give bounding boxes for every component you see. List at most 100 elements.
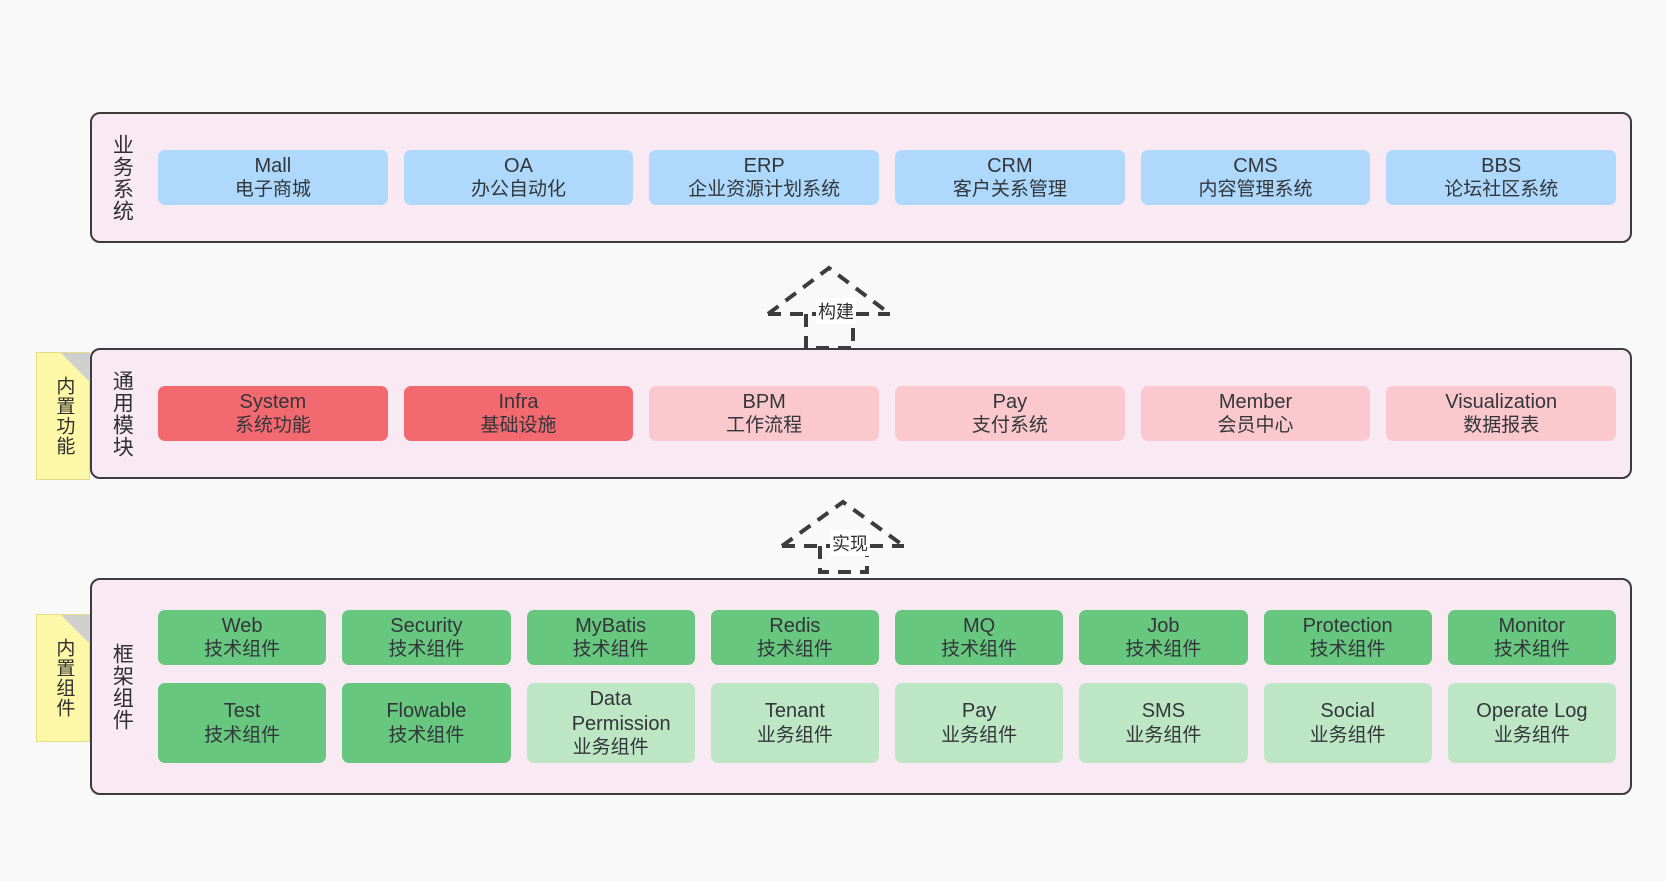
node-subtitle: 会员中心 <box>1217 415 1294 437</box>
node-subtitle: 技术组件 <box>388 639 465 661</box>
node-redis[interactable]: Redis 技术组件 <box>710 609 879 666</box>
node-subtitle: 工作流程 <box>726 415 803 437</box>
node-title: Infra <box>498 390 539 413</box>
node-subtitle: 系统功能 <box>234 415 311 437</box>
node-crm[interactable]: CRM 客户关系管理 <box>895 149 1125 206</box>
row: Mall 电子商城 OA 办公自动化 ERP 企业资源计划系统 CRM 客户关系… <box>158 149 1617 206</box>
node-title: CRM <box>987 154 1033 177</box>
node-subtitle: 业务组件 <box>1125 724 1202 746</box>
layer-body-framework-component: Web 技术组件 Security 技术组件 MyBatis 技术组件 Redi… <box>144 580 1630 793</box>
node-data-permission[interactable]: Data Permission 业务组件 <box>526 683 695 764</box>
node-oa[interactable]: OA 办公自动化 <box>403 149 634 206</box>
node-title: Redis <box>769 614 821 637</box>
node-social[interactable]: Social 业务组件 <box>1263 683 1432 764</box>
node-title: OA <box>504 154 533 177</box>
node-pay-component[interactable]: Pay 业务组件 <box>895 683 1064 764</box>
node-title: Monitor <box>1498 614 1566 637</box>
node-title: BPM <box>742 390 786 413</box>
node-subtitle: 技术组件 <box>1309 639 1386 661</box>
layer-title-framework-component: 框架组件 <box>110 642 134 731</box>
note-built-in-function: 内置功能 <box>36 352 90 480</box>
node-subtitle: 业务组件 <box>572 737 649 759</box>
node-subtitle: 技术组件 <box>204 639 281 661</box>
node-title: Flowable <box>386 700 467 723</box>
row: Web 技术组件 Security 技术组件 MyBatis 技术组件 Redi… <box>158 609 1616 666</box>
connector-build-label: 构建 <box>816 298 856 324</box>
layer-business-system[interactable]: 业务系统 Mall 电子商城 OA 办公自动化 ERP 企业资源计划系统 CRM… <box>90 112 1632 243</box>
node-member[interactable]: Member 会员中心 <box>1140 385 1371 442</box>
node-monitor[interactable]: Monitor 技术组件 <box>1447 609 1616 666</box>
node-flowable[interactable]: Flowable 技术组件 <box>342 683 511 764</box>
node-sms[interactable]: SMS 业务组件 <box>1079 683 1248 764</box>
node-subtitle: 业务组件 <box>941 724 1018 746</box>
layer-common-module[interactable]: 通用模块 System 系统功能 Infra 基础设施 BPM 工作流程 Pay… <box>90 348 1632 479</box>
layer-body-business-system: Mall 电子商城 OA 办公自动化 ERP 企业资源计划系统 CRM 客户关系… <box>144 114 1630 241</box>
connector-implement: 实现 <box>776 496 911 574</box>
node-title: Pay <box>992 390 1028 413</box>
note-built-in-function-label: 内置功能 <box>53 376 75 456</box>
node-subtitle: 业务组件 <box>756 724 833 746</box>
node-subtitle: 技术组件 <box>572 639 649 661</box>
node-subtitle: 电子商城 <box>234 179 311 201</box>
node-subtitle: 技术组件 <box>204 724 281 746</box>
node-infra[interactable]: Infra 基础设施 <box>403 385 634 442</box>
node-subtitle: 办公自动化 <box>471 179 567 201</box>
node-title: MQ <box>963 614 996 637</box>
node-title: Member <box>1218 390 1293 413</box>
node-erp[interactable]: ERP 企业资源计划系统 <box>649 149 880 206</box>
node-test[interactable]: Test 技术组件 <box>158 683 327 764</box>
node-title: Data Permission <box>571 688 671 735</box>
node-subtitle: 论坛社区系统 <box>1444 179 1559 201</box>
node-visualization[interactable]: Visualization 数据报表 <box>1386 385 1617 442</box>
node-mq[interactable]: MQ 技术组件 <box>895 609 1064 666</box>
layer-body-common-module: System 系统功能 Infra 基础设施 BPM 工作流程 Pay 支付系统… <box>144 350 1630 477</box>
node-protection[interactable]: Protection 技术组件 <box>1263 609 1432 666</box>
note-built-in-component: 内置组件 <box>36 614 90 742</box>
node-title: MyBatis <box>575 614 647 637</box>
layer-title-common-module: 通用模块 <box>110 369 134 458</box>
node-security[interactable]: Security 技术组件 <box>342 609 511 666</box>
node-mall[interactable]: Mall 电子商城 <box>158 149 388 206</box>
node-title: Security <box>390 614 463 637</box>
node-bpm[interactable]: BPM 工作流程 <box>649 385 880 442</box>
node-subtitle: 业务组件 <box>1309 724 1386 746</box>
node-title: Tenant <box>764 700 825 723</box>
layer-title-business-system: 业务系统 <box>110 133 134 222</box>
node-system[interactable]: System 系统功能 <box>158 385 388 442</box>
node-subtitle: 基础设施 <box>480 415 557 437</box>
row: Test 技术组件 Flowable 技术组件 Data Permission … <box>158 683 1616 764</box>
node-operate-log[interactable]: Operate Log 业务组件 <box>1447 683 1616 764</box>
node-mybatis[interactable]: MyBatis 技术组件 <box>526 609 695 666</box>
node-subtitle: 数据报表 <box>1463 415 1540 437</box>
connector-implement-label: 实现 <box>830 530 870 556</box>
layer-framework-component[interactable]: 框架组件 Web 技术组件 Security 技术组件 MyBatis 技术组件… <box>90 578 1632 795</box>
generalization-arrow-icon <box>766 265 892 350</box>
node-subtitle: 支付系统 <box>971 415 1048 437</box>
node-title: Protection <box>1302 614 1393 637</box>
node-title: Web <box>221 614 263 637</box>
node-web[interactable]: Web 技术组件 <box>158 609 327 666</box>
node-subtitle: 业务组件 <box>1493 724 1570 746</box>
node-tenant[interactable]: Tenant 业务组件 <box>710 683 879 764</box>
node-subtitle: 技术组件 <box>1493 639 1570 661</box>
node-title: Job <box>1147 614 1180 637</box>
connector-build: 构建 <box>762 262 897 350</box>
node-subtitle: 技术组件 <box>388 724 465 746</box>
node-bbs[interactable]: BBS 论坛社区系统 <box>1386 149 1617 206</box>
node-job[interactable]: Job 技术组件 <box>1079 609 1248 666</box>
node-subtitle: 技术组件 <box>756 639 833 661</box>
node-cms[interactable]: CMS 内容管理系统 <box>1140 149 1371 206</box>
node-pay[interactable]: Pay 支付系统 <box>895 385 1125 442</box>
node-subtitle: 技术组件 <box>1125 639 1202 661</box>
node-title: Test <box>223 700 261 723</box>
generalization-arrow-icon <box>780 499 906 574</box>
node-title: System <box>239 390 307 413</box>
node-title: Visualization <box>1445 390 1558 413</box>
node-title: CMS <box>1233 154 1278 177</box>
node-title: Mall <box>254 154 292 177</box>
node-subtitle: 技术组件 <box>941 639 1018 661</box>
node-title: SMS <box>1141 700 1186 723</box>
node-title: ERP <box>743 154 785 177</box>
node-title: BBS <box>1481 154 1522 177</box>
